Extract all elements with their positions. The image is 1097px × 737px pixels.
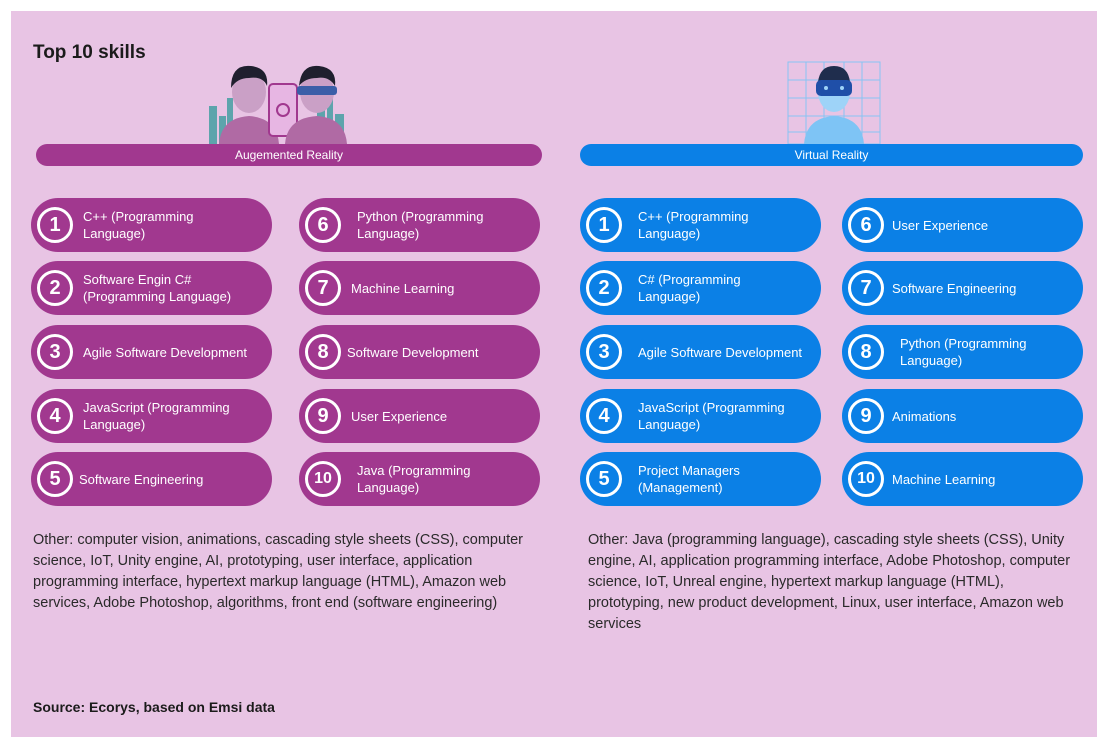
vr-skill-4: 4 JavaScript (Programming Language)	[580, 389, 821, 443]
skill-label: C# (Programming Language)	[638, 272, 741, 304]
vr-headset-person-icon	[787, 61, 881, 144]
rank-badge: 3	[586, 334, 622, 370]
vr-section-bar: Virtual Reality	[580, 144, 1083, 166]
vr-skill-9: 9 Animations	[842, 389, 1083, 443]
rank-badge: 1	[37, 207, 73, 243]
rank-badge: 5	[586, 461, 622, 497]
skill-label: JavaScript (Programming Language)	[638, 400, 785, 432]
vr-skill-10: 10 Machine Learning	[842, 452, 1083, 506]
skill-label: Software Engineering	[79, 471, 204, 487]
ar-other-skills: Other: computer vision, animations, casc…	[33, 532, 523, 611]
skill-label: Software Engineering	[892, 280, 1017, 296]
ar-section-bar: Augemented Reality	[36, 144, 542, 166]
skill-label: Machine Learning	[892, 471, 996, 487]
rank-badge: 1	[586, 207, 622, 243]
rank-badge: 10	[848, 461, 884, 497]
rank-badge: 6	[848, 207, 884, 243]
ar-skill-8: 8 Software Development	[299, 325, 540, 379]
page-title: Top 10 skills	[33, 42, 146, 63]
skill-label: Animations	[892, 408, 957, 424]
rank-badge: 10	[305, 461, 341, 497]
skill-label: User Experience	[892, 217, 989, 233]
vr-skill-1: 1 C++ (Programming Language)	[580, 198, 821, 252]
rank-badge: 7	[848, 270, 884, 306]
vr-other-skills: Other: Java (programming language), casc…	[588, 532, 1071, 632]
ar-skill-6: 6 Python (Programming Language)	[299, 198, 540, 252]
skill-label: C++ (Programming Language)	[638, 209, 749, 241]
vr-skill-8: 8 Python (Programming Language)	[842, 325, 1083, 379]
ar-skill-10: 10 Java (Programming Language)	[299, 452, 540, 506]
vr-skill-3: 3 Agile Software Development	[580, 325, 821, 379]
ar-skill-5: 5 Software Engineering	[31, 452, 272, 506]
ar-skill-9: 9 User Experience	[299, 389, 540, 443]
ar-skill-1: 1 C++ (Programming Language)	[31, 198, 272, 252]
skill-label: Java (Programming Language)	[357, 463, 471, 495]
rank-badge: 2	[586, 270, 622, 306]
rank-badge: 6	[305, 207, 341, 243]
skill-label: JavaScript (Programming Language)	[83, 400, 230, 432]
skill-label: C++ (Programming Language)	[83, 209, 194, 241]
skill-label: User Experience	[351, 408, 448, 424]
skill-label: Agile Software Development	[638, 344, 803, 360]
skill-label: Python (Programming Language)	[357, 209, 484, 241]
ar-people-phone-icon	[209, 65, 347, 144]
rank-badge: 8	[848, 334, 884, 370]
source-note: Source: Ecorys, based on Emsi data	[33, 699, 275, 715]
ar-skill-4: 4 JavaScript (Programming Language)	[31, 389, 272, 443]
ar-skill-7: 7 Machine Learning	[299, 261, 540, 315]
rank-badge: 4	[37, 398, 73, 434]
rank-badge: 2	[37, 270, 73, 306]
rank-badge: 5	[37, 461, 73, 497]
vr-skill-5: 5 Project Managers (Management)	[580, 452, 821, 506]
ar-skill-3: 3 Agile Software Development	[31, 325, 272, 379]
skill-label: Python (Programming Language)	[900, 336, 1027, 368]
vr-skill-7: 7 Software Engineering	[842, 261, 1083, 315]
skill-label: Software Engin C# (Programming Language)	[83, 272, 232, 304]
rank-badge: 9	[305, 398, 341, 434]
skill-label: Software Development	[347, 344, 479, 360]
rank-badge: 9	[848, 398, 884, 434]
vr-skill-6: 6 User Experience	[842, 198, 1083, 252]
rank-badge: 3	[37, 334, 73, 370]
ar-skill-2: 2 Software Engin C# (Programming Languag…	[31, 261, 272, 315]
vr-skill-2: 2 C# (Programming Language)	[580, 261, 821, 315]
rank-badge: 4	[586, 398, 622, 434]
skill-label: Project Managers (Management)	[638, 463, 740, 495]
skill-label: Agile Software Development	[83, 344, 248, 360]
rank-badge: 7	[305, 270, 341, 306]
rank-badge: 8	[305, 334, 341, 370]
skill-label: Machine Learning	[351, 280, 455, 296]
